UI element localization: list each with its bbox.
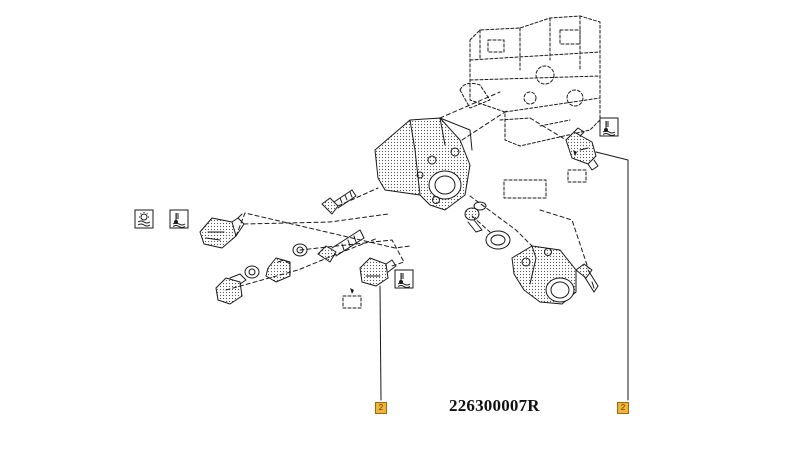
water-outlet-elbow [511, 245, 577, 305]
coolant-temperature-sensor-center [359, 257, 397, 287]
thermostat-seal [485, 230, 511, 250]
callout-marker-right[interactable]: 2 [617, 402, 629, 414]
drain-plug-large [215, 273, 247, 305]
outlet-bolt [575, 263, 599, 293]
drain-plug-medium [265, 257, 291, 283]
engine-block [459, 15, 601, 147]
coolant-temperature-icon-center [394, 269, 414, 289]
part-box-right [567, 169, 587, 183]
part-box-center [503, 179, 547, 199]
coolant-temperature-sensor-right [565, 127, 599, 171]
oil-pressure-sensor-left [199, 213, 245, 249]
thermostat-housing [374, 117, 473, 211]
housing-bolt-long [317, 229, 365, 263]
leader-line-left [379, 285, 382, 401]
housing-bolt-upper [321, 189, 357, 215]
arrow-down-icon [350, 150, 577, 294]
coolant-temperature-icon-right [599, 117, 619, 137]
washer-copper [244, 265, 260, 279]
assembly-lines [225, 91, 589, 291]
leader-line-right [595, 151, 629, 401]
part-number-label: 226300007R [449, 396, 540, 415]
coolant-temperature-icon [169, 209, 189, 229]
callout-marker-left[interactable]: 2 [375, 402, 387, 414]
part-box-left [342, 295, 362, 309]
temperature-gauge-icon [134, 209, 154, 229]
thermostat [464, 201, 487, 233]
